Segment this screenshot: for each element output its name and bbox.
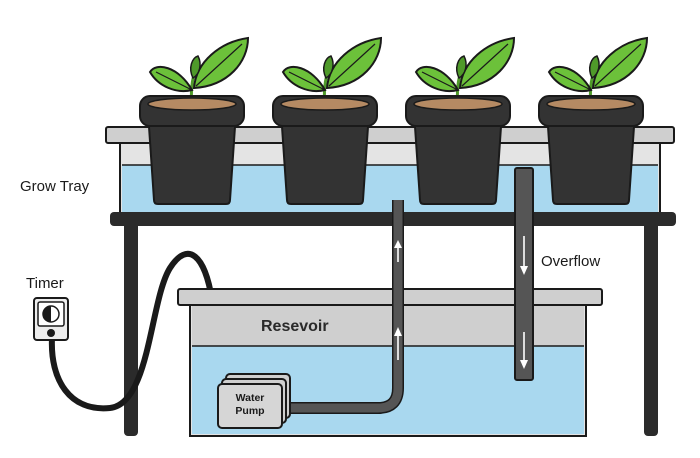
potted-plant [405, 36, 516, 205]
down-arrow-icon [520, 236, 528, 275]
leaf [323, 55, 334, 80]
pump-label-line1: Water [236, 392, 265, 404]
down-arrow-icon [520, 332, 528, 369]
grow-tray-label: Grow Tray [20, 178, 90, 195]
pot [279, 111, 371, 205]
up-arrow-icon [394, 327, 402, 360]
potted-plant [538, 36, 649, 205]
table-leg-right [644, 222, 658, 436]
pot [412, 111, 504, 205]
timer-plug [47, 329, 55, 337]
pot [146, 111, 238, 205]
potted-plant [139, 36, 250, 205]
plants-layer [139, 36, 649, 205]
up-arrow-icon [394, 240, 402, 262]
potted-plant [272, 36, 383, 205]
soil [413, 97, 503, 111]
pump-label-line2: Pump [235, 405, 264, 417]
soil [280, 97, 370, 111]
timer-label: Timer [26, 275, 64, 292]
reservoir-label: Resevoir [261, 318, 329, 335]
reservoir-lid [177, 288, 603, 306]
grow-tray-rim [105, 126, 675, 144]
overflow-label: Overflow [541, 253, 600, 270]
soil [147, 97, 237, 111]
leaf [190, 55, 201, 80]
leaf [589, 55, 600, 80]
table-leg-left [124, 222, 138, 436]
pot [545, 111, 637, 205]
leaf [456, 55, 467, 80]
water-pump: Water Pump [217, 373, 291, 429]
soil [546, 97, 636, 111]
